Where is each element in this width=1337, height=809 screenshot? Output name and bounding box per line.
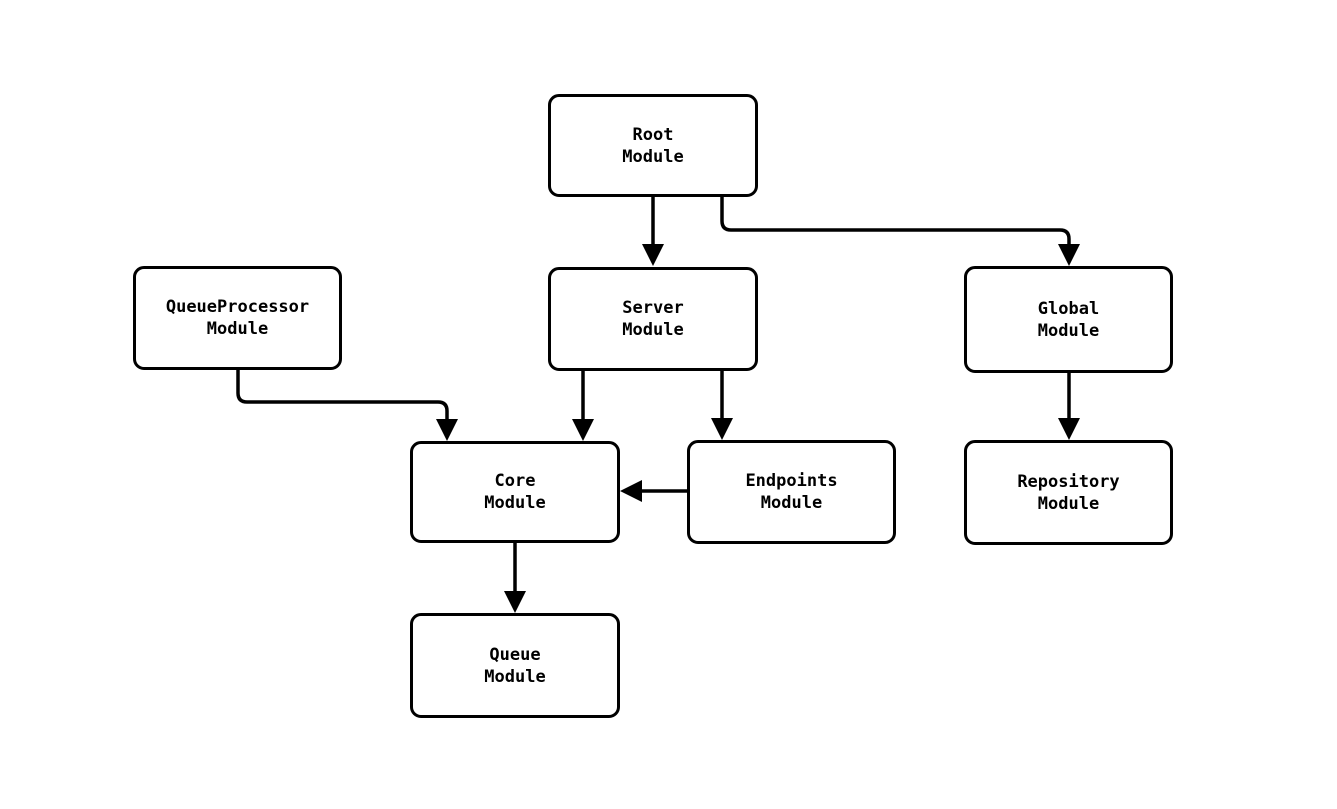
edge-queueprocessor-to-core xyxy=(236,370,458,441)
node-server-module[interactable]: Server Module xyxy=(548,267,758,371)
node-core-module-label-line1: Core xyxy=(494,471,536,491)
node-endpoints-module[interactable]: Endpoints Module xyxy=(687,440,896,544)
node-global-module-label-line2: Module xyxy=(1037,320,1100,341)
edge-server-to-endpoints xyxy=(711,371,733,440)
node-global-module[interactable]: Global Module xyxy=(964,266,1173,373)
node-core-module-label-line2: Module xyxy=(484,493,546,513)
edge-server-to-core xyxy=(572,371,594,441)
node-repository-module[interactable]: Repository Module xyxy=(964,440,1173,545)
node-endpoints-module-label-line1: Endpoints xyxy=(745,471,838,491)
node-root-module-label-line1: Root xyxy=(632,124,674,145)
node-queueprocessor-module-label-line2: Module xyxy=(206,319,269,339)
node-queue-module-label-line1: Queue xyxy=(489,644,541,665)
node-global-module-label-line1: Global xyxy=(1037,298,1100,319)
node-root-module-label-line2: Module xyxy=(622,146,684,167)
node-core-module[interactable]: Core Module xyxy=(410,441,620,543)
node-repository-module-label-line1: Repository xyxy=(1017,471,1120,492)
node-queueprocessor-module-label-line1: QueueProcessor xyxy=(165,297,310,317)
node-server-module-label-line1: Server xyxy=(622,298,684,318)
edge-root-to-global xyxy=(720,197,1080,266)
node-server-module-label-line2: Module xyxy=(622,320,684,340)
edge-global-to-repository xyxy=(1058,373,1080,440)
node-queue-module[interactable]: Queue Module xyxy=(410,613,620,718)
node-repository-module-label-line2: Module xyxy=(1037,493,1100,514)
node-root-module[interactable]: Root Module xyxy=(548,94,758,197)
node-queueprocessor-module[interactable]: QueueProcessor Module xyxy=(133,266,342,370)
edge-root-to-server xyxy=(642,197,664,266)
edge-endpoints-to-core xyxy=(620,480,687,502)
node-queue-module-label-line2: Module xyxy=(484,666,546,687)
edge-core-to-queue xyxy=(504,543,526,613)
node-endpoints-module-label-line2: Module xyxy=(760,493,823,513)
